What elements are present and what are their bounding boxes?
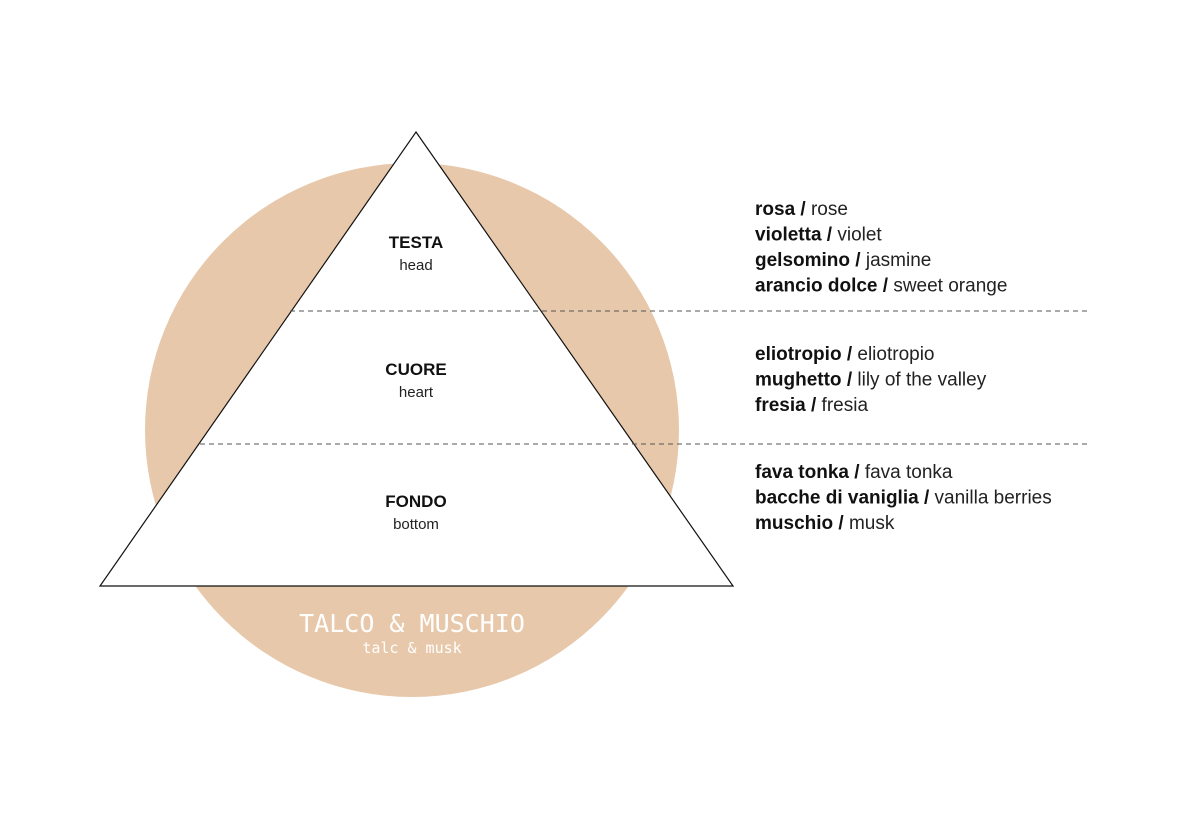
note-item: muschio / musk bbox=[755, 513, 895, 534]
note-italian: muschio / bbox=[755, 513, 849, 534]
level-title-heart: CUORE bbox=[385, 360, 446, 379]
level-subtitle-base: bottom bbox=[393, 516, 439, 533]
note-english: vanilla berries bbox=[935, 488, 1052, 509]
notes-list: rosa / rose violetta / violet gelsomino / … bbox=[755, 199, 1052, 534]
note-english: jasmine bbox=[865, 250, 931, 271]
note-item: mughetto / lily of the valley bbox=[755, 370, 987, 391]
note-italian: rosa / bbox=[755, 199, 811, 220]
note-item: arancio dolce / sweet orange bbox=[755, 276, 1007, 297]
note-item: rosa / rose bbox=[755, 199, 848, 220]
note-pyramid bbox=[98, 130, 735, 587]
note-english: musk bbox=[849, 513, 895, 534]
note-italian: mughetto / bbox=[755, 370, 857, 391]
level-title-head: TESTA bbox=[389, 233, 443, 252]
note-item: gelsomino / jasmine bbox=[755, 250, 931, 271]
note-italian: bacche di vaniglia / bbox=[755, 488, 935, 509]
note-italian: violetta / bbox=[755, 225, 837, 246]
note-english: rose bbox=[811, 199, 848, 220]
level-subtitle-heart: heart bbox=[399, 384, 434, 401]
family-subtitle: talc & musk bbox=[362, 639, 461, 657]
family-title: TALCO & MUSCHIO bbox=[299, 609, 525, 638]
note-italian: gelsomino / bbox=[755, 250, 866, 271]
note-italian: fresia / bbox=[755, 395, 822, 416]
note-english: fresia bbox=[822, 395, 869, 416]
note-english: eliotropio bbox=[857, 344, 934, 365]
level-title-base: FONDO bbox=[385, 492, 446, 511]
note-italian: fava tonka / bbox=[755, 462, 865, 483]
note-italian: eliotropio / bbox=[755, 344, 857, 365]
note-italian: arancio dolce / bbox=[755, 276, 893, 297]
level-subtitle-head: head bbox=[399, 257, 432, 274]
note-english: fava tonka bbox=[865, 462, 953, 483]
note-english: violet bbox=[837, 225, 882, 246]
note-item: violetta / violet bbox=[755, 225, 882, 246]
note-item: fresia / fresia bbox=[755, 395, 868, 416]
note-english: sweet orange bbox=[893, 276, 1007, 297]
note-item: eliotropio / eliotropio bbox=[755, 344, 935, 365]
note-item: bacche di vaniglia / vanilla berries bbox=[755, 488, 1052, 509]
note-english: lily of the valley bbox=[857, 370, 986, 391]
note-item: fava tonka / fava tonka bbox=[755, 462, 953, 483]
